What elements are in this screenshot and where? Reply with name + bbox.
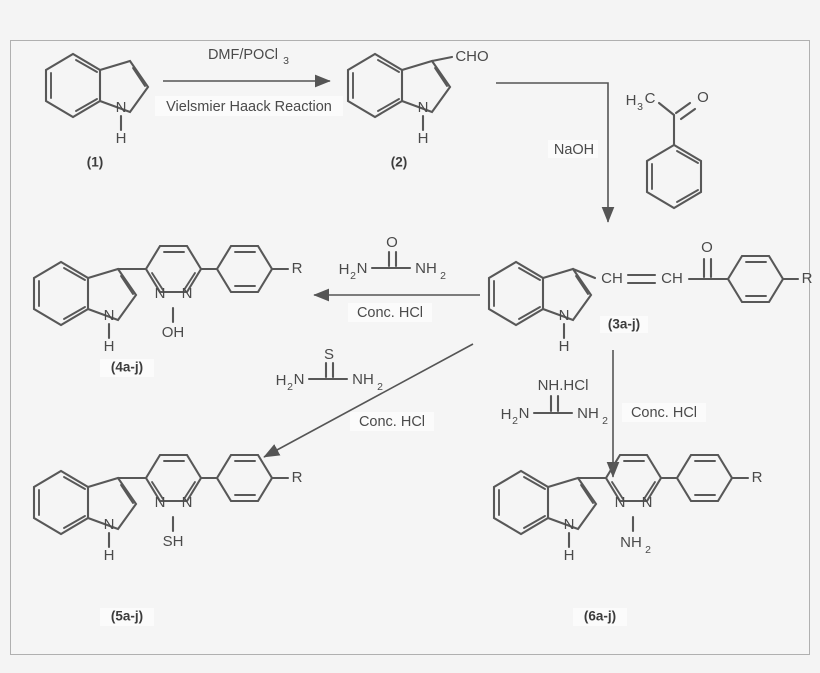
urea-left-h: H xyxy=(339,261,350,278)
compound-6-n1-atom: N xyxy=(615,494,626,511)
urea-right-sub: 2 xyxy=(440,270,446,282)
compound-2-structure: N H CHO (2) xyxy=(346,48,489,170)
thiourea-reagent: H 2 N S NH 2 xyxy=(276,346,384,393)
arrow-1-label-above-sub: 3 xyxy=(283,55,289,67)
compound-6-r-group: R xyxy=(752,469,763,486)
arrow-1-to-2: DMF/POCl 3 Vielsmier Haack Reaction xyxy=(155,47,343,116)
compound-3-ch-left: CH xyxy=(601,270,623,287)
thiourea-left-n: N xyxy=(294,371,305,388)
thiourea-thiocarbonyl-s: S xyxy=(324,346,334,363)
compound-2-label: (2) xyxy=(391,155,408,170)
thiourea-left-sub: 2 xyxy=(287,381,293,393)
compound-3-carbonyl-o: O xyxy=(701,239,713,256)
compound-3-label: (3a-j) xyxy=(608,317,640,332)
arrow-1-label-above: DMF/POCl xyxy=(208,47,278,63)
guanidine-imine-label: NH.HCl xyxy=(538,377,589,394)
compound-5-n-atom: N xyxy=(104,516,115,533)
compound-3-h-atom: H xyxy=(559,338,570,355)
compound-6-h-atom: H xyxy=(564,547,575,564)
arrow-3-to-4: Conc. HCl xyxy=(313,288,480,322)
arrow-3to4-label: Conc. HCl xyxy=(357,305,423,321)
compound-1-structure: N H (1) xyxy=(44,52,150,170)
arrow-3-to-6: Conc. HCl xyxy=(606,350,706,478)
guanidine-right-sub: 2 xyxy=(602,415,608,427)
compound-5-n1-atom: N xyxy=(155,494,166,511)
compound-3-structure: N H CH CH O R (3a-j) xyxy=(487,239,813,355)
compound-4-structure: N H N N OH R (4a-j) xyxy=(32,244,303,377)
compound-2-cho-group: CHO xyxy=(455,48,488,65)
compound-1-n-atom: N xyxy=(116,99,127,116)
guanidine-reagent: H 2 N NH.HCl NH 2 xyxy=(501,377,609,427)
thiourea-right-sub: 2 xyxy=(377,381,383,393)
acetophenone-methyl-sub: 3 xyxy=(637,101,643,113)
acetophenone-methyl-h: H xyxy=(626,92,637,109)
scheme-frame xyxy=(10,40,810,655)
compound-4-n1-atom: N xyxy=(155,285,166,302)
arrow-1-label-below: Vielsmier Haack Reaction xyxy=(166,99,332,115)
urea-reagent: H 2 N O NH 2 xyxy=(339,234,447,282)
arrow-2-to-3: NaOH xyxy=(496,82,615,223)
compound-6-nh2-sub: 2 xyxy=(645,544,651,556)
compound-1-label: (1) xyxy=(87,155,104,170)
compound-6-structure: N H N N NH 2 R (6a-j) xyxy=(492,453,763,626)
urea-carbonyl-o: O xyxy=(386,234,398,251)
compound-4-n-atom: N xyxy=(104,307,115,324)
compound-5-n3-atom: N xyxy=(182,494,193,511)
compound-5-h-atom: H xyxy=(104,547,115,564)
acetophenone-methyl-c: C xyxy=(645,90,656,107)
compound-2-h-atom: H xyxy=(418,130,429,147)
guanidine-right-n: NH xyxy=(577,405,599,422)
compound-3-r-group: R xyxy=(802,270,813,287)
guanidine-left-h: H xyxy=(501,406,512,423)
compound-4-h-atom: H xyxy=(104,338,115,355)
compound-5-label: (5a-j) xyxy=(111,609,143,624)
compound-5-structure: N H N N SH R (5a-j) xyxy=(32,453,303,626)
compound-5-r-group: R xyxy=(292,469,303,486)
arrow-3-to-5: Conc. HCl xyxy=(263,343,474,458)
compound-4-r-group: R xyxy=(292,260,303,277)
compound-2-n-atom: N xyxy=(418,99,429,116)
compound-4-n3-atom: N xyxy=(182,285,193,302)
urea-left-sub: 2 xyxy=(350,270,356,282)
compound-6-nh2-group: NH xyxy=(620,534,642,551)
urea-left-n: N xyxy=(357,260,368,277)
thiourea-right-n: NH xyxy=(352,371,374,388)
acetophenone-carbonyl-o: O xyxy=(697,89,709,106)
thiourea-left-h: H xyxy=(276,372,287,389)
compound-4-label: (4a-j) xyxy=(111,360,143,375)
compound-5-sh-group: SH xyxy=(163,533,184,550)
guanidine-left-n: N xyxy=(519,405,530,422)
compound-6-n-atom: N xyxy=(564,516,575,533)
compound-4-oh-group: OH xyxy=(162,324,185,341)
acetophenone-structure: H 3 C O xyxy=(626,89,709,210)
compound-6-label: (6a-j) xyxy=(584,609,616,624)
arrow-naoh-label: NaOH xyxy=(554,142,594,158)
guanidine-left-sub: 2 xyxy=(512,415,518,427)
compound-3-n-atom: N xyxy=(559,307,570,324)
arrow-3to6-label: Conc. HCl xyxy=(631,405,697,421)
compound-6-n3-atom: N xyxy=(642,494,653,511)
urea-right-n: NH xyxy=(415,260,437,277)
compound-3-ch-right: CH xyxy=(661,270,683,287)
arrow-3to5-label: Conc. HCl xyxy=(359,414,425,430)
compound-1-h-atom: H xyxy=(116,130,127,147)
